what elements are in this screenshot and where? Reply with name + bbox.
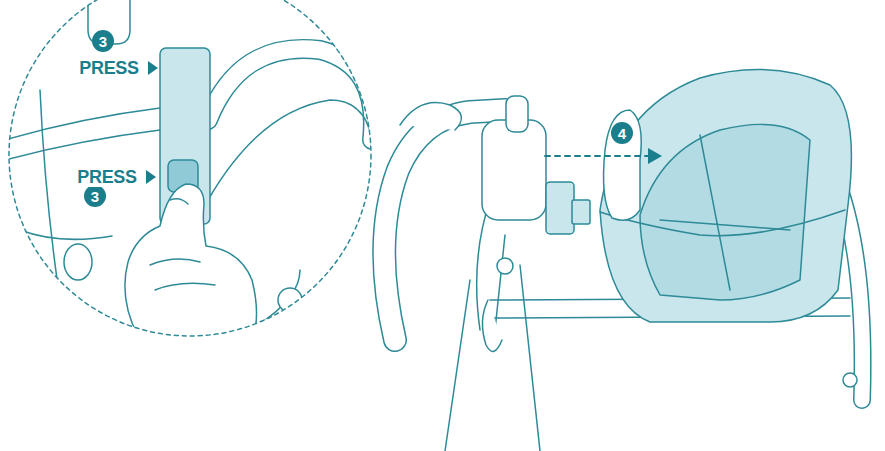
callout-number: 3 — [91, 189, 99, 204]
move-arrow — [545, 155, 650, 157]
hinge — [843, 373, 857, 387]
frame-leg — [445, 265, 540, 451]
callout-circle — [92, 30, 114, 52]
detail-circle — [9, 0, 371, 336]
hand-on-seat — [604, 110, 642, 220]
knuckle-lines — [150, 259, 215, 290]
frame-line — [5, 130, 160, 160]
callout-number: 3 — [99, 34, 107, 49]
seat-bucket — [600, 69, 851, 322]
lever-knob — [506, 96, 528, 132]
adapter-tab — [572, 200, 590, 224]
cushion-seam — [660, 135, 790, 290]
move-arrowhead — [648, 148, 662, 164]
seat-adapter — [546, 182, 574, 234]
callout-number: 4 — [618, 126, 626, 141]
handle-tube — [208, 49, 373, 140]
callout-circle — [611, 122, 633, 144]
pressing-hand — [125, 184, 257, 345]
hinge — [497, 258, 513, 274]
callout-circle — [84, 185, 106, 207]
press-label: PRESS — [75, 167, 139, 187]
strap — [482, 300, 502, 351]
press-label: PRESS — [77, 58, 141, 78]
hinge-block — [482, 120, 546, 220]
frame-line — [40, 90, 60, 300]
handle-tube — [208, 49, 373, 140]
press-arrow — [148, 61, 158, 75]
inset-detail — [5, 0, 373, 345]
press-arrow — [146, 170, 156, 184]
wheel-knob — [64, 244, 92, 280]
hand-on-handle — [400, 103, 461, 131]
seat-cushion — [640, 124, 810, 300]
frame-line — [20, 230, 112, 239]
fingernail — [170, 199, 188, 204]
frame-line — [5, 108, 160, 140]
handle-inner — [208, 100, 372, 200]
